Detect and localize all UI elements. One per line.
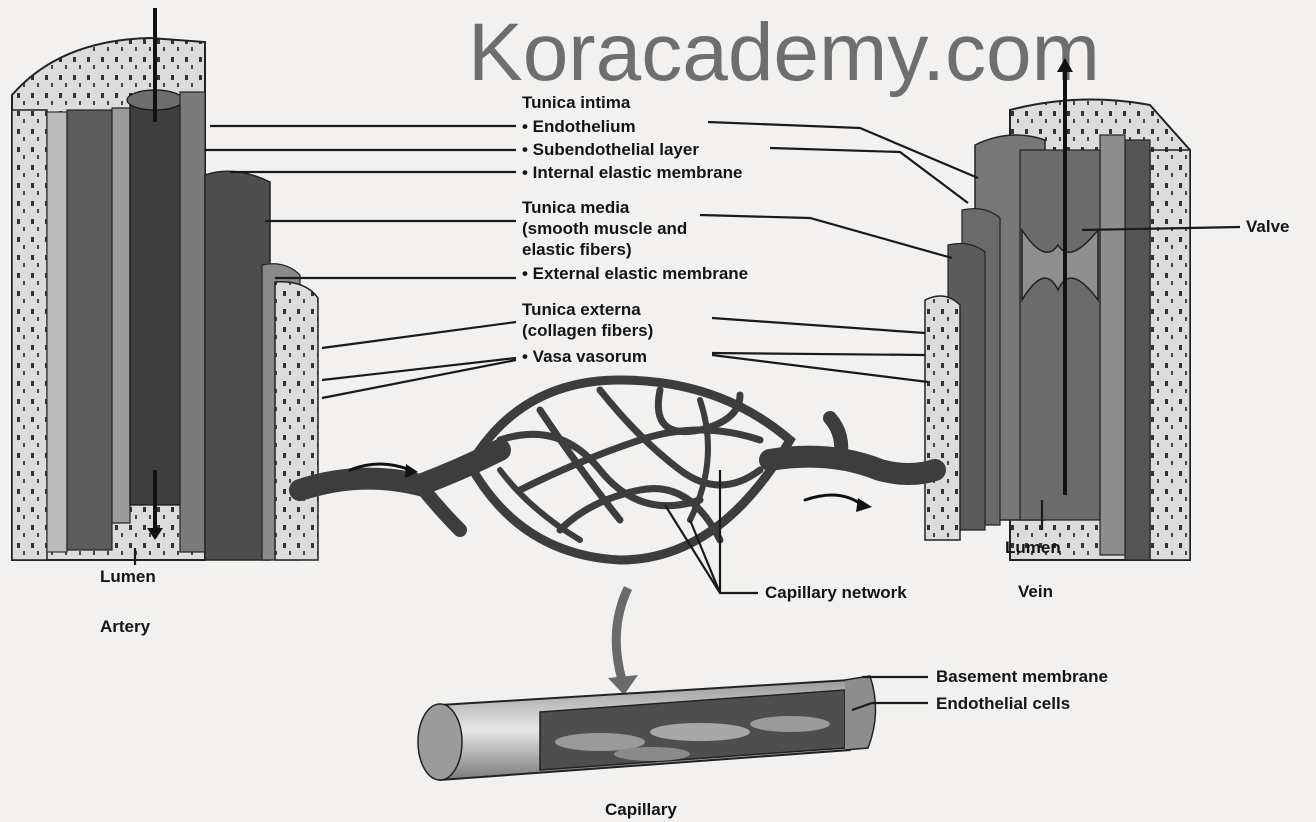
zoom-arrow [608,588,638,695]
label-tunica-externa-desc: (collagen fibers) [522,321,653,340]
label-tunica-externa: Tunica externa [522,300,641,319]
label-capillary: Capillary [605,800,677,819]
artery-illustration [12,8,318,560]
label-valve: Valve [1246,217,1290,236]
label-subendothelial-layer: • Subendothelial layer [522,140,699,159]
label-lumen-artery: Lumen [100,567,156,586]
label-basement-membrane: Basement membrane [936,667,1108,686]
label-endothelial-cells: Endothelial cells [936,694,1070,713]
label-tunica-media-desc-1: (smooth muscle and [522,219,687,238]
label-vasa-vasorum: • Vasa vasorum [522,347,647,366]
label-artery: Artery [100,617,151,636]
capillary-illustration [418,676,876,780]
label-capillary-network: Capillary network [765,583,907,602]
label-tunica-media: Tunica media [522,198,630,217]
label-tunica-intima: Tunica intima [522,93,631,112]
label-lumen-vein: Lumen [1005,538,1061,557]
vein-illustration [925,58,1190,560]
label-vein: Vein [1018,582,1053,601]
watermark-text: Koracademy.com [468,7,1100,98]
capillary-network-illustration [300,380,935,560]
label-endothelium: • Endothelium [522,117,636,136]
label-tunica-media-desc-2: elastic fibers) [522,240,632,259]
label-internal-elastic-membrane: • Internal elastic membrane [522,163,742,182]
label-external-elastic-membrane: • External elastic membrane [522,264,748,283]
